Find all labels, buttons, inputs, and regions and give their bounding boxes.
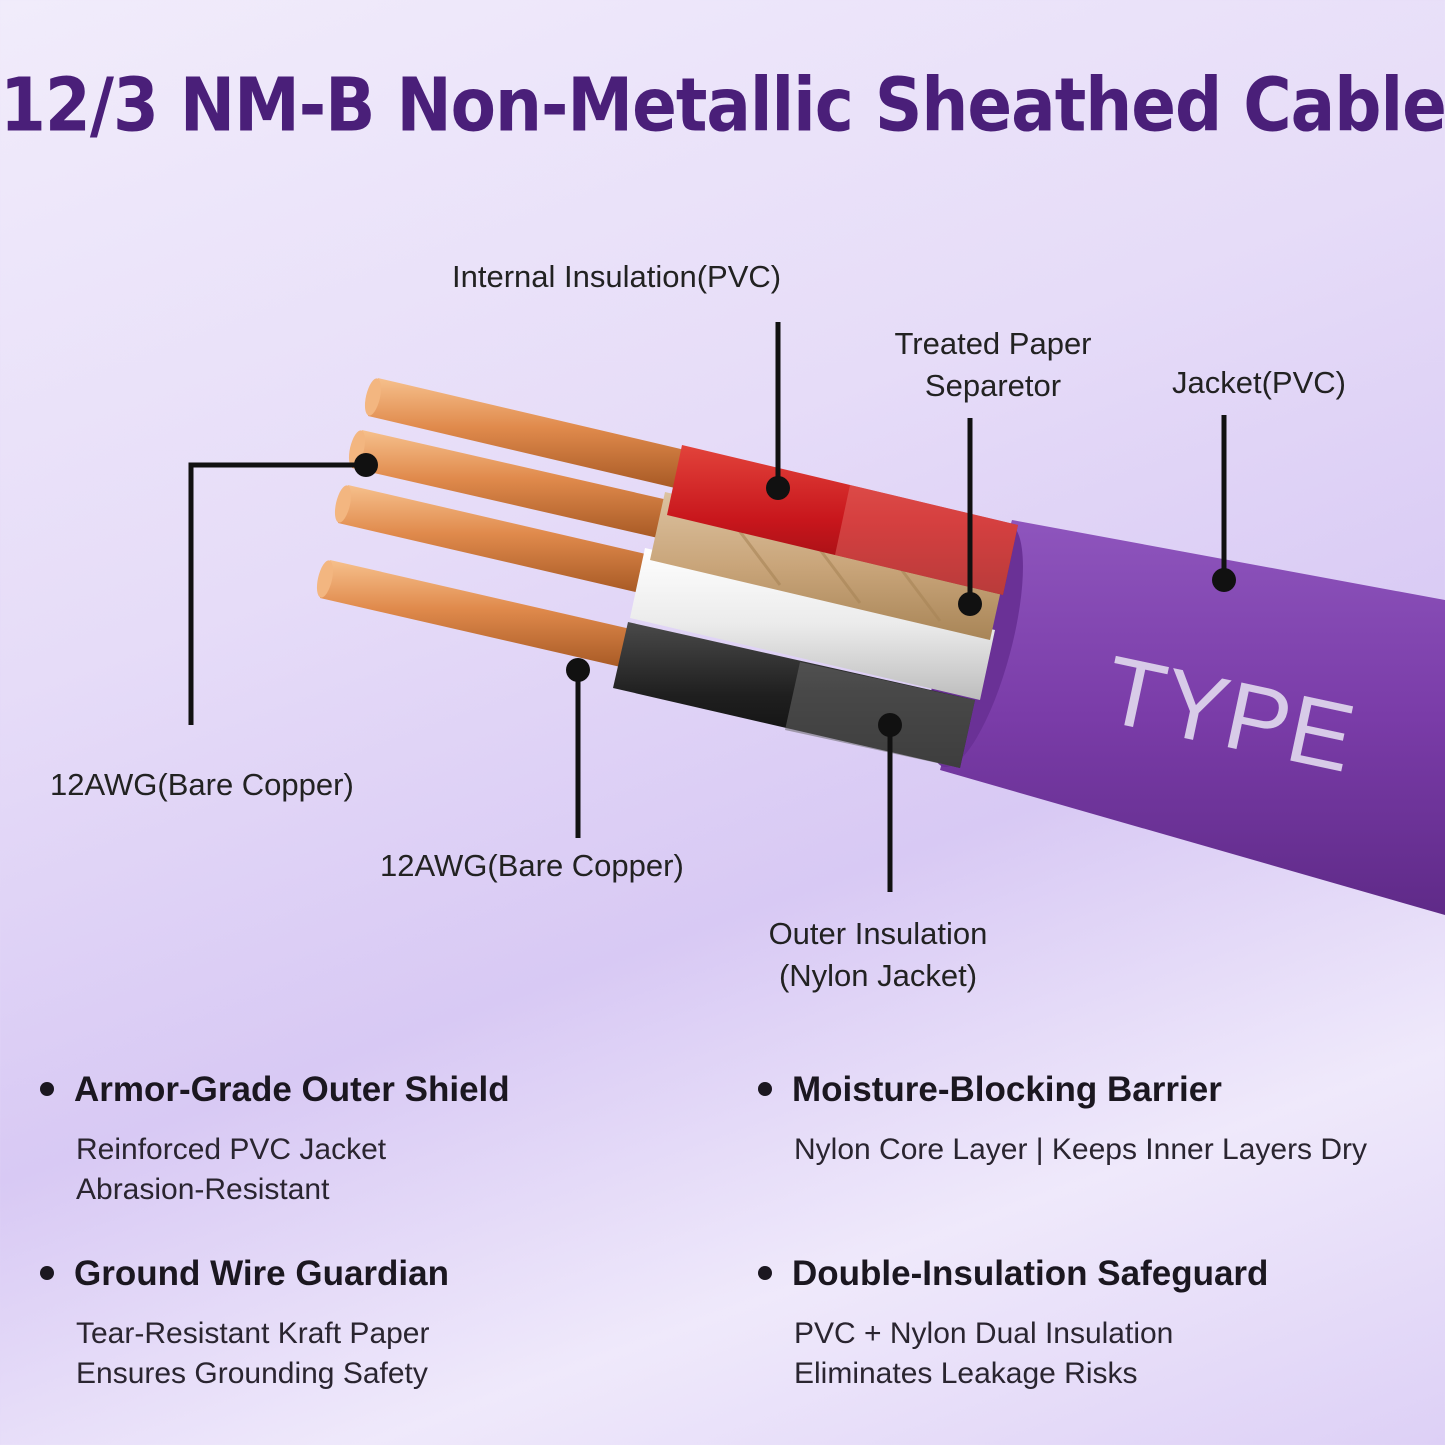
feature-double-insulation: Double-Insulation Safeguard PVC + Nylon … [758,1252,1268,1394]
page-title: 12/3 NM-B Non-Metallic Sheathed Cable [0,62,1445,149]
leader-outer-insulation [878,713,902,892]
leader-internal-insulation [766,322,790,500]
label-paper-separator: Treated Paper Separetor [860,323,1126,407]
feature-heading: Ground Wire Guardian [74,1254,449,1293]
bullet-dot [40,1265,54,1280]
label-internal-insulation: Internal Insulation(PVC) [452,259,782,294]
feature-line: Abrasion-Resistant [76,1173,330,1206]
label-jacket: Jacket(PVC) [1172,365,1346,400]
feature-line: Nylon Core Layer | Keeps Inner Layers Dr… [794,1133,1368,1166]
feature-armor-grade: Armor-Grade Outer Shield Reinforced PVC … [40,1068,510,1210]
bullet-dot [758,1081,772,1096]
label-bare-copper-left: 12AWG(Bare Copper) [50,767,354,802]
white-conductor [338,485,995,700]
feature-heading: Armor-Grade Outer Shield [74,1070,510,1109]
feature-line: Reinforced PVC Jacket [76,1133,387,1166]
leader-bare-copper-center [566,658,590,838]
feature-heading: Double-Insulation Safeguard [792,1254,1269,1293]
bullet-dot [40,1081,54,1096]
leader-jacket [1212,415,1236,592]
feature-line: Ensures Grounding Safety [76,1357,428,1390]
label-bare-copper-center: 12AWG(Bare Copper) [380,848,684,883]
bullet-dot [758,1265,772,1280]
label-outer-insulation-line2: (Nylon Jacket) [778,958,978,993]
label-outer-insulation: Outer Insulation (Nylon Jacket) [738,913,1018,997]
feature-ground-wire: Ground Wire Guardian Tear-Resistant Kraf… [40,1252,449,1394]
label-paper-separator-line1: Treated Paper [894,326,1092,361]
leader-bare-copper-left [188,453,378,725]
feature-line: PVC + Nylon Dual Insulation [794,1317,1174,1350]
feature-line: Eliminates Leakage Risks [794,1357,1138,1390]
feature-heading: Moisture-Blocking Barrier [792,1070,1222,1109]
label-paper-separator-line2: Separetor [924,368,1062,403]
feature-line: Tear-Resistant Kraft Paper [76,1317,430,1350]
label-outer-insulation-line1: Outer Insulation [768,916,988,951]
feature-moisture-blocking: Moisture-Blocking Barrier Nylon Core Lay… [758,1068,1367,1170]
leader-paper-separator [958,418,982,616]
